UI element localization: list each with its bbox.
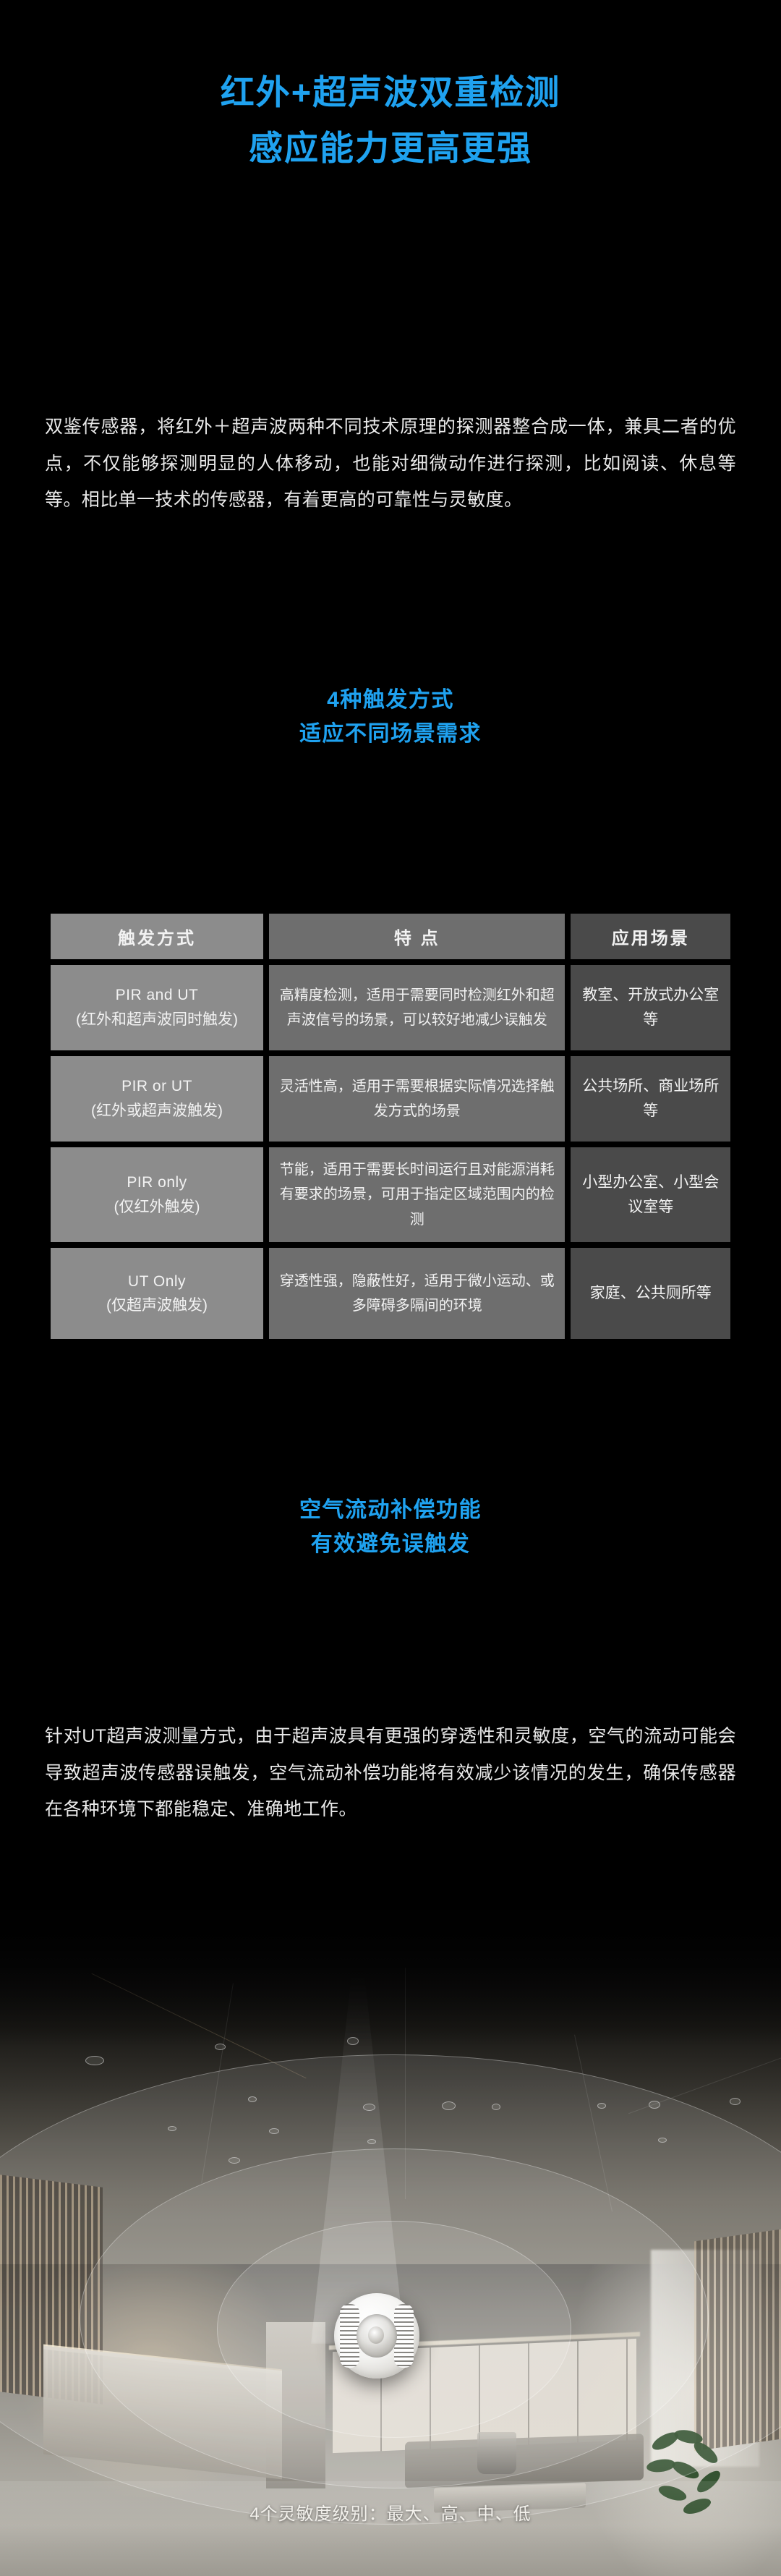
ceiling-downlight-icon <box>229 2157 240 2164</box>
scene-ceiling <box>0 1859 781 2264</box>
wall-slats-right <box>694 2229 781 2452</box>
triggers-heading-line2: 适应不同场景需求 <box>299 721 482 746</box>
floor-reflection <box>0 2481 781 2576</box>
ceiling-downlight-icon <box>658 2138 667 2143</box>
hero-headline: 红外+超声波双重检测 感应能力更高更强 <box>0 69 781 172</box>
table-cell-features: 穿透性强，隐蔽性好，适用于微小运动、或多障碍多隔间的环境 <box>269 1248 566 1340</box>
table-cell-scenarios: 小型办公室、小型会议室等 <box>571 1147 730 1243</box>
table-cell-scenarios: 家庭、公共厕所等 <box>571 1248 730 1340</box>
table-row: PIR and UT (红外和超声波同时触发) 高精度检测，适用于需要同时检测红… <box>51 965 730 1050</box>
mode-name-en: UT Only <box>127 1272 187 1290</box>
sensor-vent-right <box>394 2304 414 2368</box>
ceiling-downlight-icon <box>492 2104 500 2110</box>
table-cell-scenarios: 公共场所、商业场所等 <box>571 1056 730 1142</box>
scene-caption: 4个灵敏度级别：最大、高、中、低 <box>249 2504 532 2524</box>
ceiling-downlight-icon <box>347 2037 359 2045</box>
table-cell-trigger-mode: UT Only (仅超声波触发) <box>51 1248 263 1340</box>
ceiling-downlight-icon <box>269 2128 279 2134</box>
table-cell-scenarios: 教室、开放式办公室等 <box>571 965 730 1050</box>
ceiling-downlight-icon <box>597 2103 606 2109</box>
intro-paragraph: 双鉴传感器，将红外＋超声波两种不同技术原理的探测器整合成一体，兼具二者的优点，不… <box>45 417 736 510</box>
ceiling-downlight-icon <box>730 2098 741 2105</box>
mode-name-cn: (仅超声波触发) <box>106 1297 208 1314</box>
trigger-modes-table: 触发方式 特 点 应用场景 PIR and UT (红外和超声波同时触发) 高精… <box>45 908 736 1345</box>
hero-headline-line1: 红外+超声波双重检测 <box>220 73 561 111</box>
mode-name-cn: (红外和超声波同时触发) <box>76 1011 238 1028</box>
mode-name-en: PIR only <box>127 1173 187 1191</box>
airflow-heading-line1: 空气流动补偿功能 <box>299 1498 482 1522</box>
ceiling-seam <box>405 1968 406 2199</box>
table-header-features: 特 点 <box>269 914 566 959</box>
triggers-heading-line1: 4种触发方式 <box>327 688 454 712</box>
plant-leaf <box>670 2458 701 2482</box>
scene-photo <box>0 1859 781 2576</box>
mode-name-en: PIR or UT <box>121 1078 192 1095</box>
table-cell-trigger-mode: PIR or UT (红外或超声波触发) <box>51 1056 263 1142</box>
table-row: PIR only (仅红外触发) 节能，适用于需要长时间运行且对能源消耗有要求的… <box>51 1147 730 1243</box>
airflow-section-heading: 空气流动补偿功能 有效避免误触发 <box>0 1494 781 1561</box>
ceiling-downlight-icon <box>168 2126 176 2131</box>
mode-name-cn: (仅红外触发) <box>114 1198 200 1215</box>
ceiling-downlight-icon <box>248 2096 257 2102</box>
table-row: PIR or UT (红外或超声波触发) 灵活性高，适用于需要根据实际情况选择触… <box>51 1056 730 1142</box>
table-cell-trigger-mode: PIR and UT (红外和超声波同时触发) <box>51 965 263 1050</box>
table-header-scenarios: 应用场景 <box>571 914 730 959</box>
table-cell-features: 灵活性高，适用于需要根据实际情况选择触发方式的场景 <box>269 1056 566 1142</box>
table-cell-features: 高精度检测，适用于需要同时检测红外和超声波信号的场景，可以较好地减少误触发 <box>269 965 566 1050</box>
sensor-vent-left <box>340 2304 359 2368</box>
triggers-section-heading: 4种触发方式 适应不同场景需求 <box>0 684 781 751</box>
airflow-heading-line2: 有效避免误触发 <box>310 1531 471 1556</box>
ceiling-downlight-icon <box>442 2101 456 2110</box>
table-cell-features: 节能，适用于需要长时间运行且对能源消耗有要求的场景，可用于指定区域范围内的检测 <box>269 1147 566 1243</box>
table-header-row: 触发方式 特 点 应用场景 <box>51 914 730 959</box>
mode-name-en: PIR and UT <box>115 987 199 1004</box>
ceiling-sensor-device <box>334 2293 419 2379</box>
table-row: UT Only (仅超声波触发) 穿透性强，隐蔽性好，适用于微小运动、或多障碍多… <box>51 1248 730 1340</box>
ceiling-downlight-icon <box>215 2044 226 2050</box>
table-header-trigger-mode: 触发方式 <box>51 914 263 959</box>
sofa <box>405 2433 644 2488</box>
ceiling-downlight-icon <box>649 2101 660 2109</box>
table-cell-trigger-mode: PIR only (仅红外触发) <box>51 1147 263 1243</box>
ceiling-downlight-icon <box>363 2104 375 2111</box>
ceiling-downlight-icon <box>367 2139 376 2144</box>
sensor-lens-icon <box>357 2314 397 2358</box>
airflow-paragraph: 针对UT超声波测量方式，由于超声波具有更强的穿透性和灵敏度，空气的流动可能会导致… <box>45 1726 736 1819</box>
plant-leaf <box>691 2439 721 2467</box>
hero-headline-line2: 感应能力更高更强 <box>249 128 532 167</box>
mode-name-cn: (红外或超声波触发) <box>91 1102 223 1119</box>
lounge-chair <box>477 2432 516 2474</box>
ceiling-downlight-icon <box>85 2056 104 2065</box>
